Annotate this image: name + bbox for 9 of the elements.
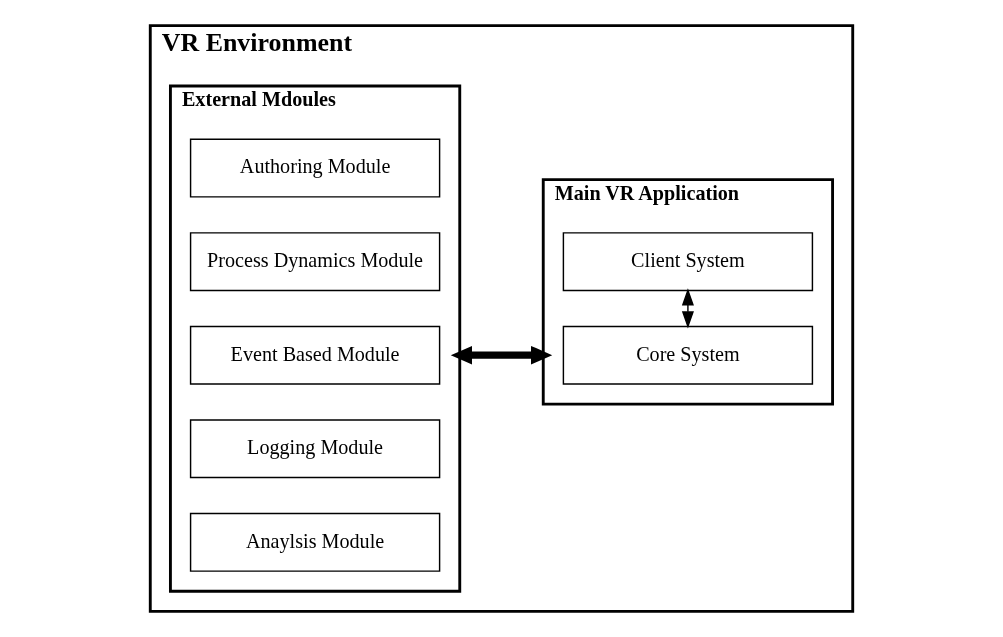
node-box: Event Based Module bbox=[189, 325, 441, 385]
node-box: Logging Module bbox=[189, 419, 441, 479]
node-box: Client System bbox=[562, 232, 814, 292]
arrow bbox=[681, 288, 694, 329]
node-box: Authoring Module bbox=[189, 138, 441, 198]
node-box: Process Dynamics Module bbox=[189, 232, 441, 292]
node-box: Core System bbox=[562, 325, 814, 385]
node-box: Anaylsis Module bbox=[189, 512, 441, 572]
arrow bbox=[450, 345, 553, 365]
